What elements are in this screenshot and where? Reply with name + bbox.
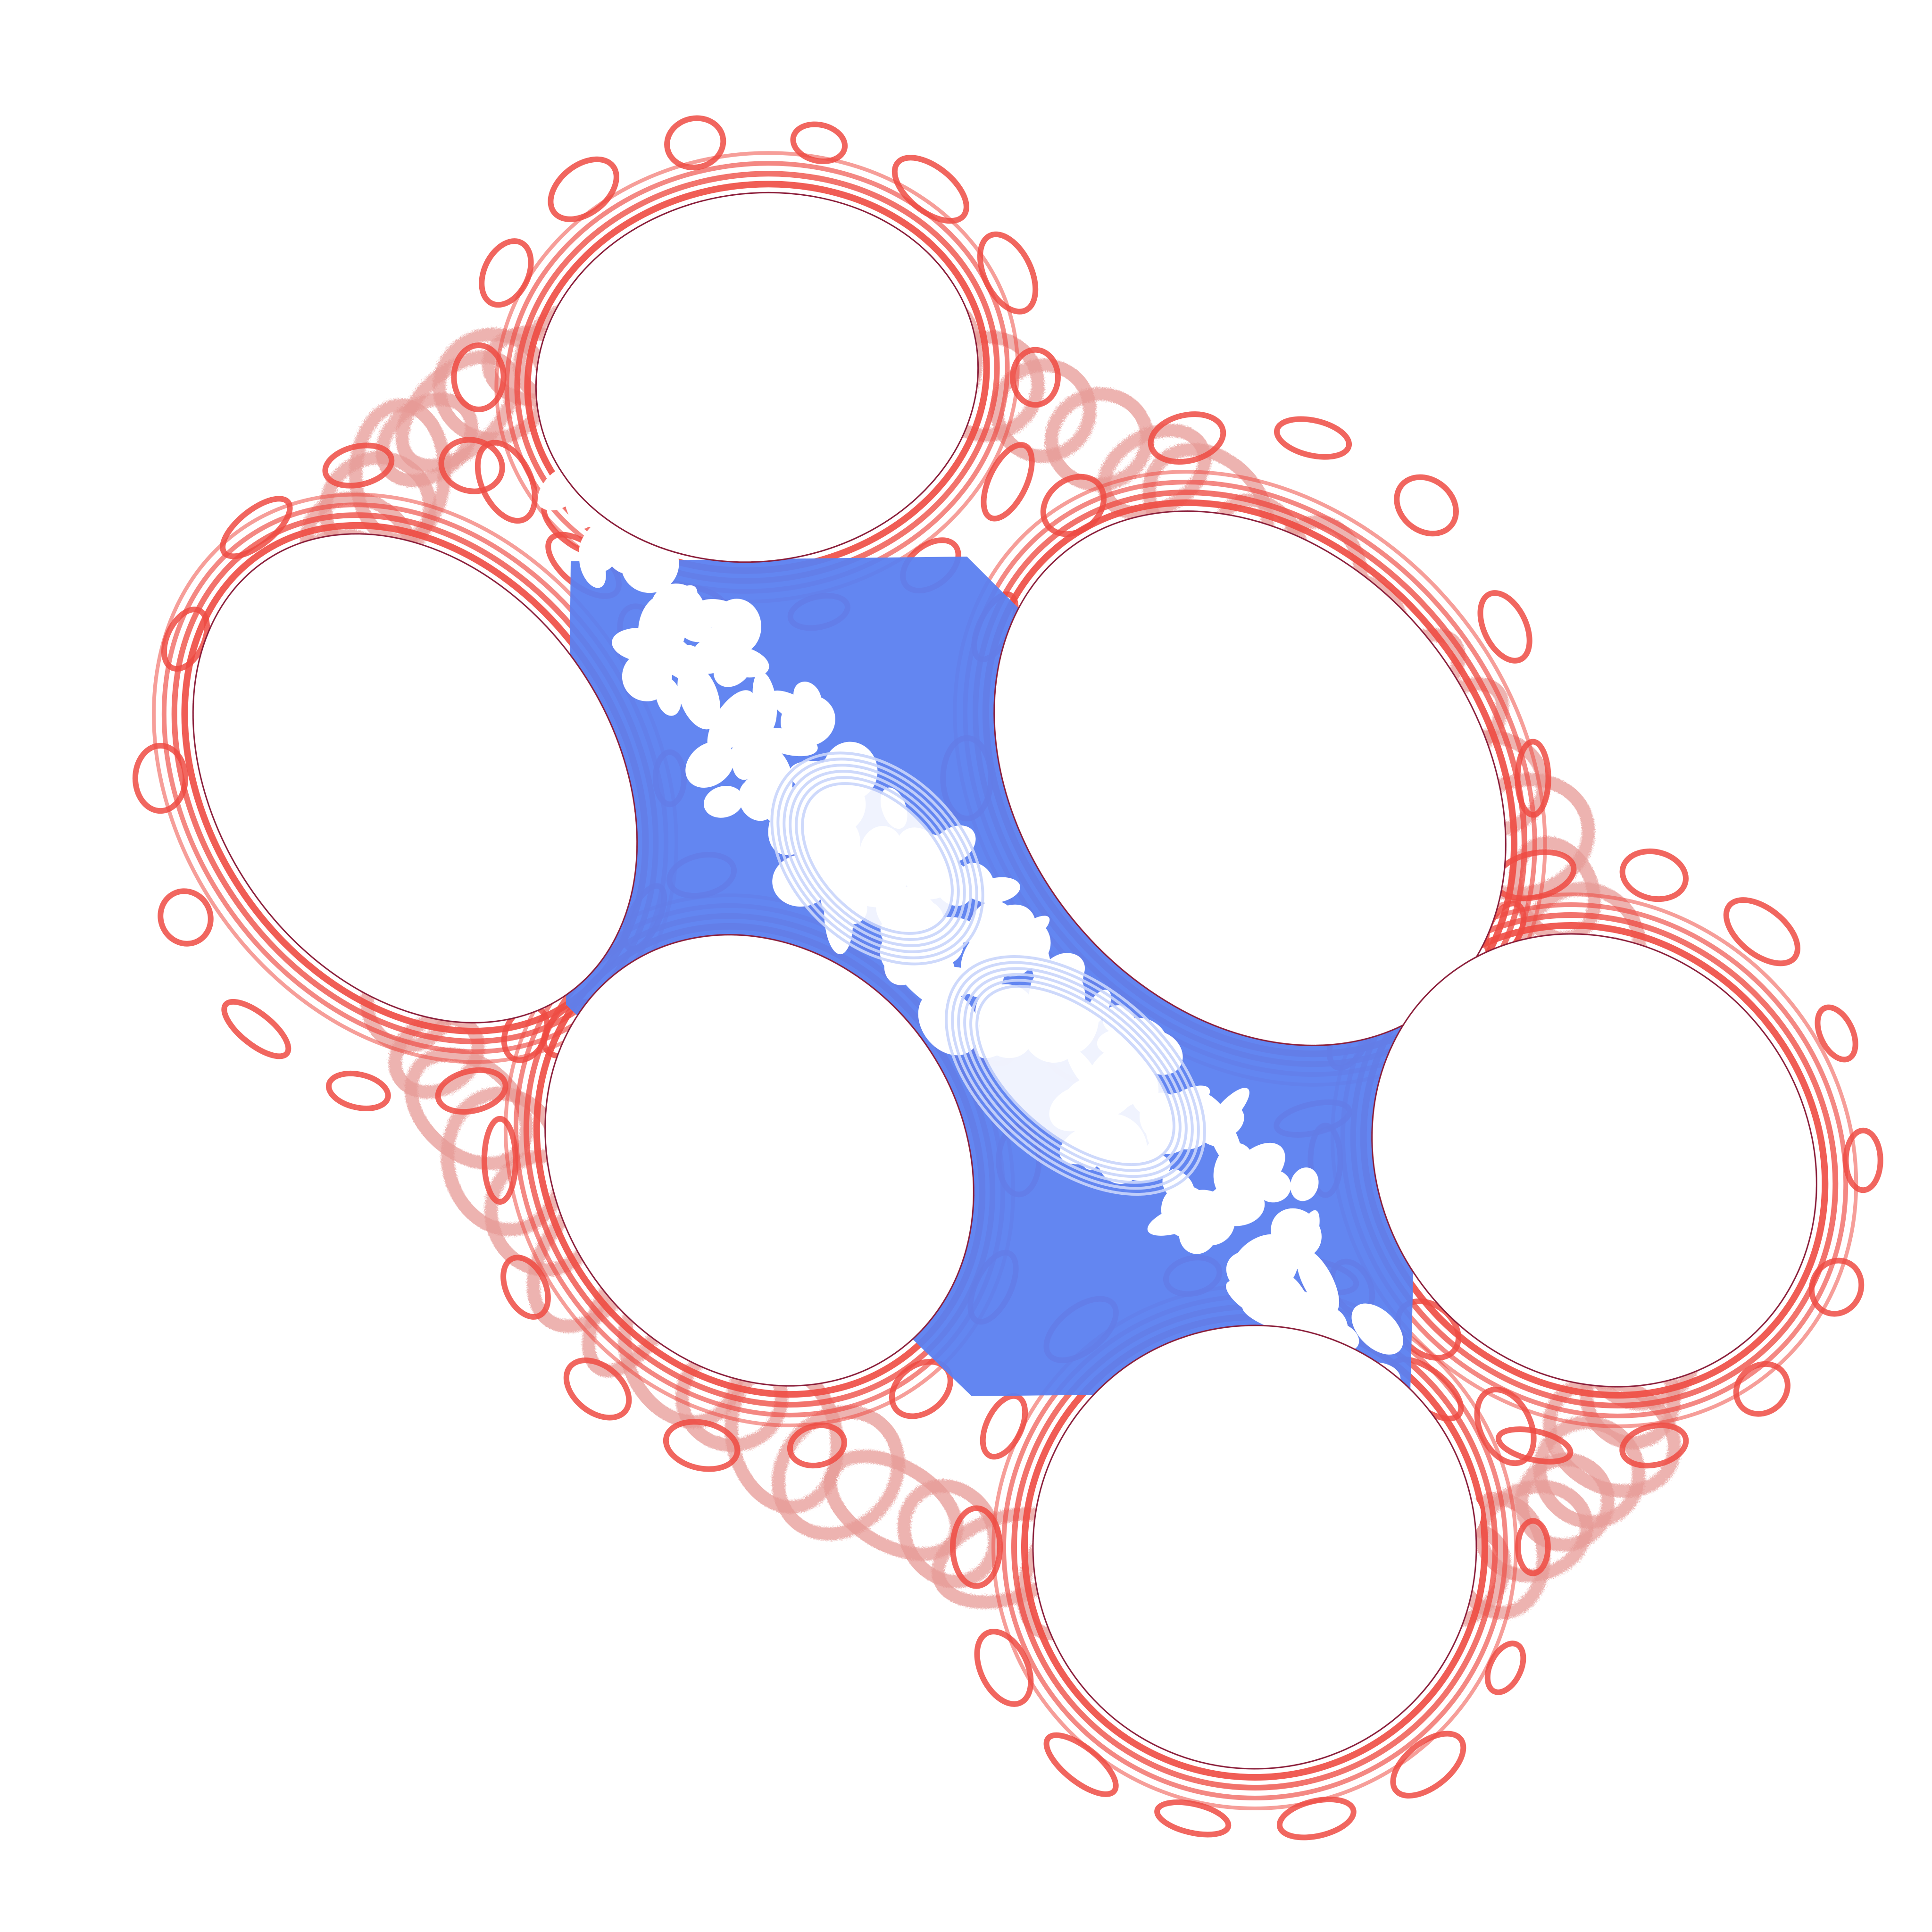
- band-cell: [664, 115, 726, 171]
- band-cell: [977, 231, 1039, 315]
- mesh-cell: [660, 585, 698, 625]
- core-loop: [770, 751, 984, 966]
- band-cell: [1515, 1518, 1551, 1576]
- core-loop: [801, 782, 954, 935]
- core-glow-layer: [770, 751, 1206, 1196]
- mesh-cell: [740, 776, 783, 800]
- mesh-cell: [918, 989, 980, 1056]
- band-cell: [1154, 1799, 1232, 1838]
- void-lobe: [1371, 933, 1817, 1388]
- band-cell: [132, 742, 189, 814]
- band-cell: [563, 1357, 632, 1421]
- band-cell: [1515, 739, 1551, 818]
- core-loop: [957, 967, 1194, 1184]
- band-cell: [158, 888, 214, 947]
- mesh-cell: [656, 677, 682, 716]
- band-cell: [981, 442, 1035, 522]
- band-cell: [1484, 1641, 1526, 1695]
- band-cell: [325, 1070, 391, 1111]
- core-loop: [789, 770, 966, 947]
- core-loop: [963, 973, 1188, 1178]
- core-loop: [776, 758, 978, 959]
- band-cell: [1474, 1386, 1537, 1466]
- band-cell: [1010, 347, 1061, 408]
- mesh-cell: [677, 663, 721, 730]
- mesh-cell: [1296, 1249, 1340, 1314]
- mesh-cell: [752, 671, 777, 732]
- band-cell: [1808, 1257, 1865, 1317]
- band-cell: [500, 1255, 551, 1320]
- mesh-cell: [1206, 1107, 1243, 1171]
- band-cell: [322, 442, 395, 489]
- core-loop: [783, 764, 972, 953]
- band-cell: [221, 999, 291, 1059]
- mesh-cell: [704, 786, 743, 818]
- band-cell: [1843, 1127, 1883, 1193]
- core-loop: [951, 961, 1200, 1190]
- band-cell: [1477, 590, 1532, 664]
- mesh-cell: [583, 521, 613, 560]
- mesh-cell: [712, 599, 761, 655]
- band-cell: [1815, 1004, 1858, 1063]
- mesh-cell: [793, 682, 822, 713]
- mesh-cell: [1242, 1303, 1309, 1334]
- band-cell: [790, 121, 848, 165]
- mesh-cell: [1271, 1208, 1322, 1258]
- mesh-cell: [707, 690, 756, 755]
- void-lobe: [544, 934, 974, 1387]
- mesh-cell: [1290, 1167, 1319, 1201]
- band-cell: [481, 1116, 519, 1205]
- large-void-layer: [192, 192, 1817, 1770]
- void-lobe: [192, 533, 638, 1024]
- band-cell: [438, 437, 505, 494]
- mesh-cell: [685, 741, 735, 788]
- band-cell: [479, 238, 534, 308]
- band-cell: [451, 342, 507, 412]
- band-cell: [787, 1422, 847, 1469]
- band-cell: [1619, 1422, 1689, 1469]
- mesh-cell: [769, 691, 826, 731]
- mesh-cell: [758, 728, 818, 757]
- band-cell: [161, 607, 210, 672]
- band-cell: [1390, 1731, 1466, 1799]
- band-cell: [548, 156, 619, 222]
- void-lobe: [1032, 1324, 1477, 1770]
- band-cell: [435, 1067, 508, 1115]
- core-loop: [795, 776, 960, 941]
- band-cell: [891, 155, 969, 224]
- band-cell: [980, 1393, 1028, 1460]
- band-cell: [974, 1629, 1034, 1707]
- band-cell: [1394, 474, 1459, 537]
- core-loop: [945, 955, 1206, 1196]
- void-lobe: [535, 192, 979, 563]
- mesh-cell: [1351, 1303, 1403, 1355]
- band-cell: [1723, 897, 1800, 966]
- band-cell: [220, 496, 293, 559]
- mesh-cell: [1177, 1190, 1235, 1246]
- core-loop: [969, 979, 1182, 1172]
- band-cell: [1619, 848, 1689, 902]
- band-cell: [1495, 1426, 1574, 1465]
- core-loop: [975, 984, 1175, 1166]
- band-cell: [1274, 416, 1352, 460]
- band-cell: [1040, 474, 1107, 537]
- band-cell: [1276, 1796, 1357, 1840]
- mesh-cell: [1230, 1142, 1285, 1195]
- band-cell: [1148, 411, 1226, 465]
- band-cell: [1043, 1732, 1119, 1797]
- band-cell: [663, 1419, 741, 1472]
- band-cell: [1733, 1361, 1790, 1417]
- band-cell: [949, 1505, 1003, 1589]
